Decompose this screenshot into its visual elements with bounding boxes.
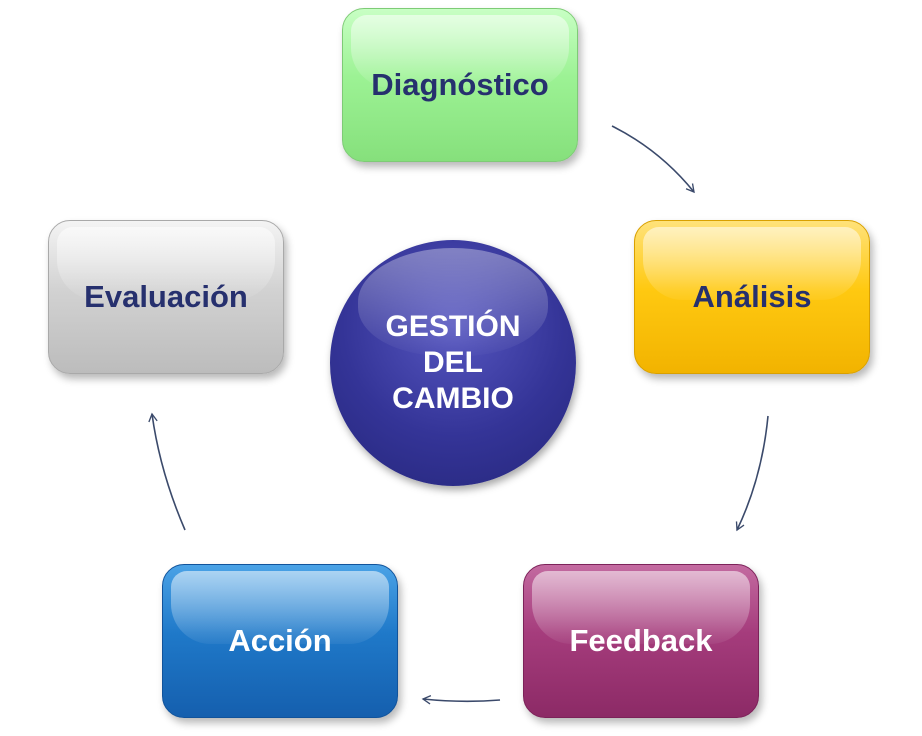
node-diagnostico: Diagnóstico: [342, 8, 578, 162]
node-label: Diagnóstico: [371, 67, 549, 102]
arrow-diagnostico-to-analisis: [611, 125, 695, 194]
node-label: Feedback: [569, 623, 713, 658]
arrow-feedback-to-accion: [421, 695, 501, 705]
center-line-3: CAMBIO: [392, 382, 514, 415]
center-circle: GESTIÓN DEL CAMBIO: [330, 240, 576, 486]
center-title: GESTIÓN DEL CAMBIO: [385, 309, 520, 417]
center-line-2: DEL: [422, 346, 483, 379]
arrow-accion-to-evaluacion: [148, 412, 186, 531]
node-feedback: Feedback: [523, 564, 759, 718]
node-evaluacion: Evaluación: [48, 220, 284, 374]
arrow-analisis-to-feedback: [735, 415, 769, 532]
center-line-1: GESTIÓN: [385, 310, 521, 343]
node-analisis: Análisis: [634, 220, 870, 374]
node-label: Evaluación: [84, 279, 248, 314]
node-accion: Acción: [162, 564, 398, 718]
node-label: Acción: [228, 623, 332, 658]
node-label: Análisis: [692, 279, 812, 314]
